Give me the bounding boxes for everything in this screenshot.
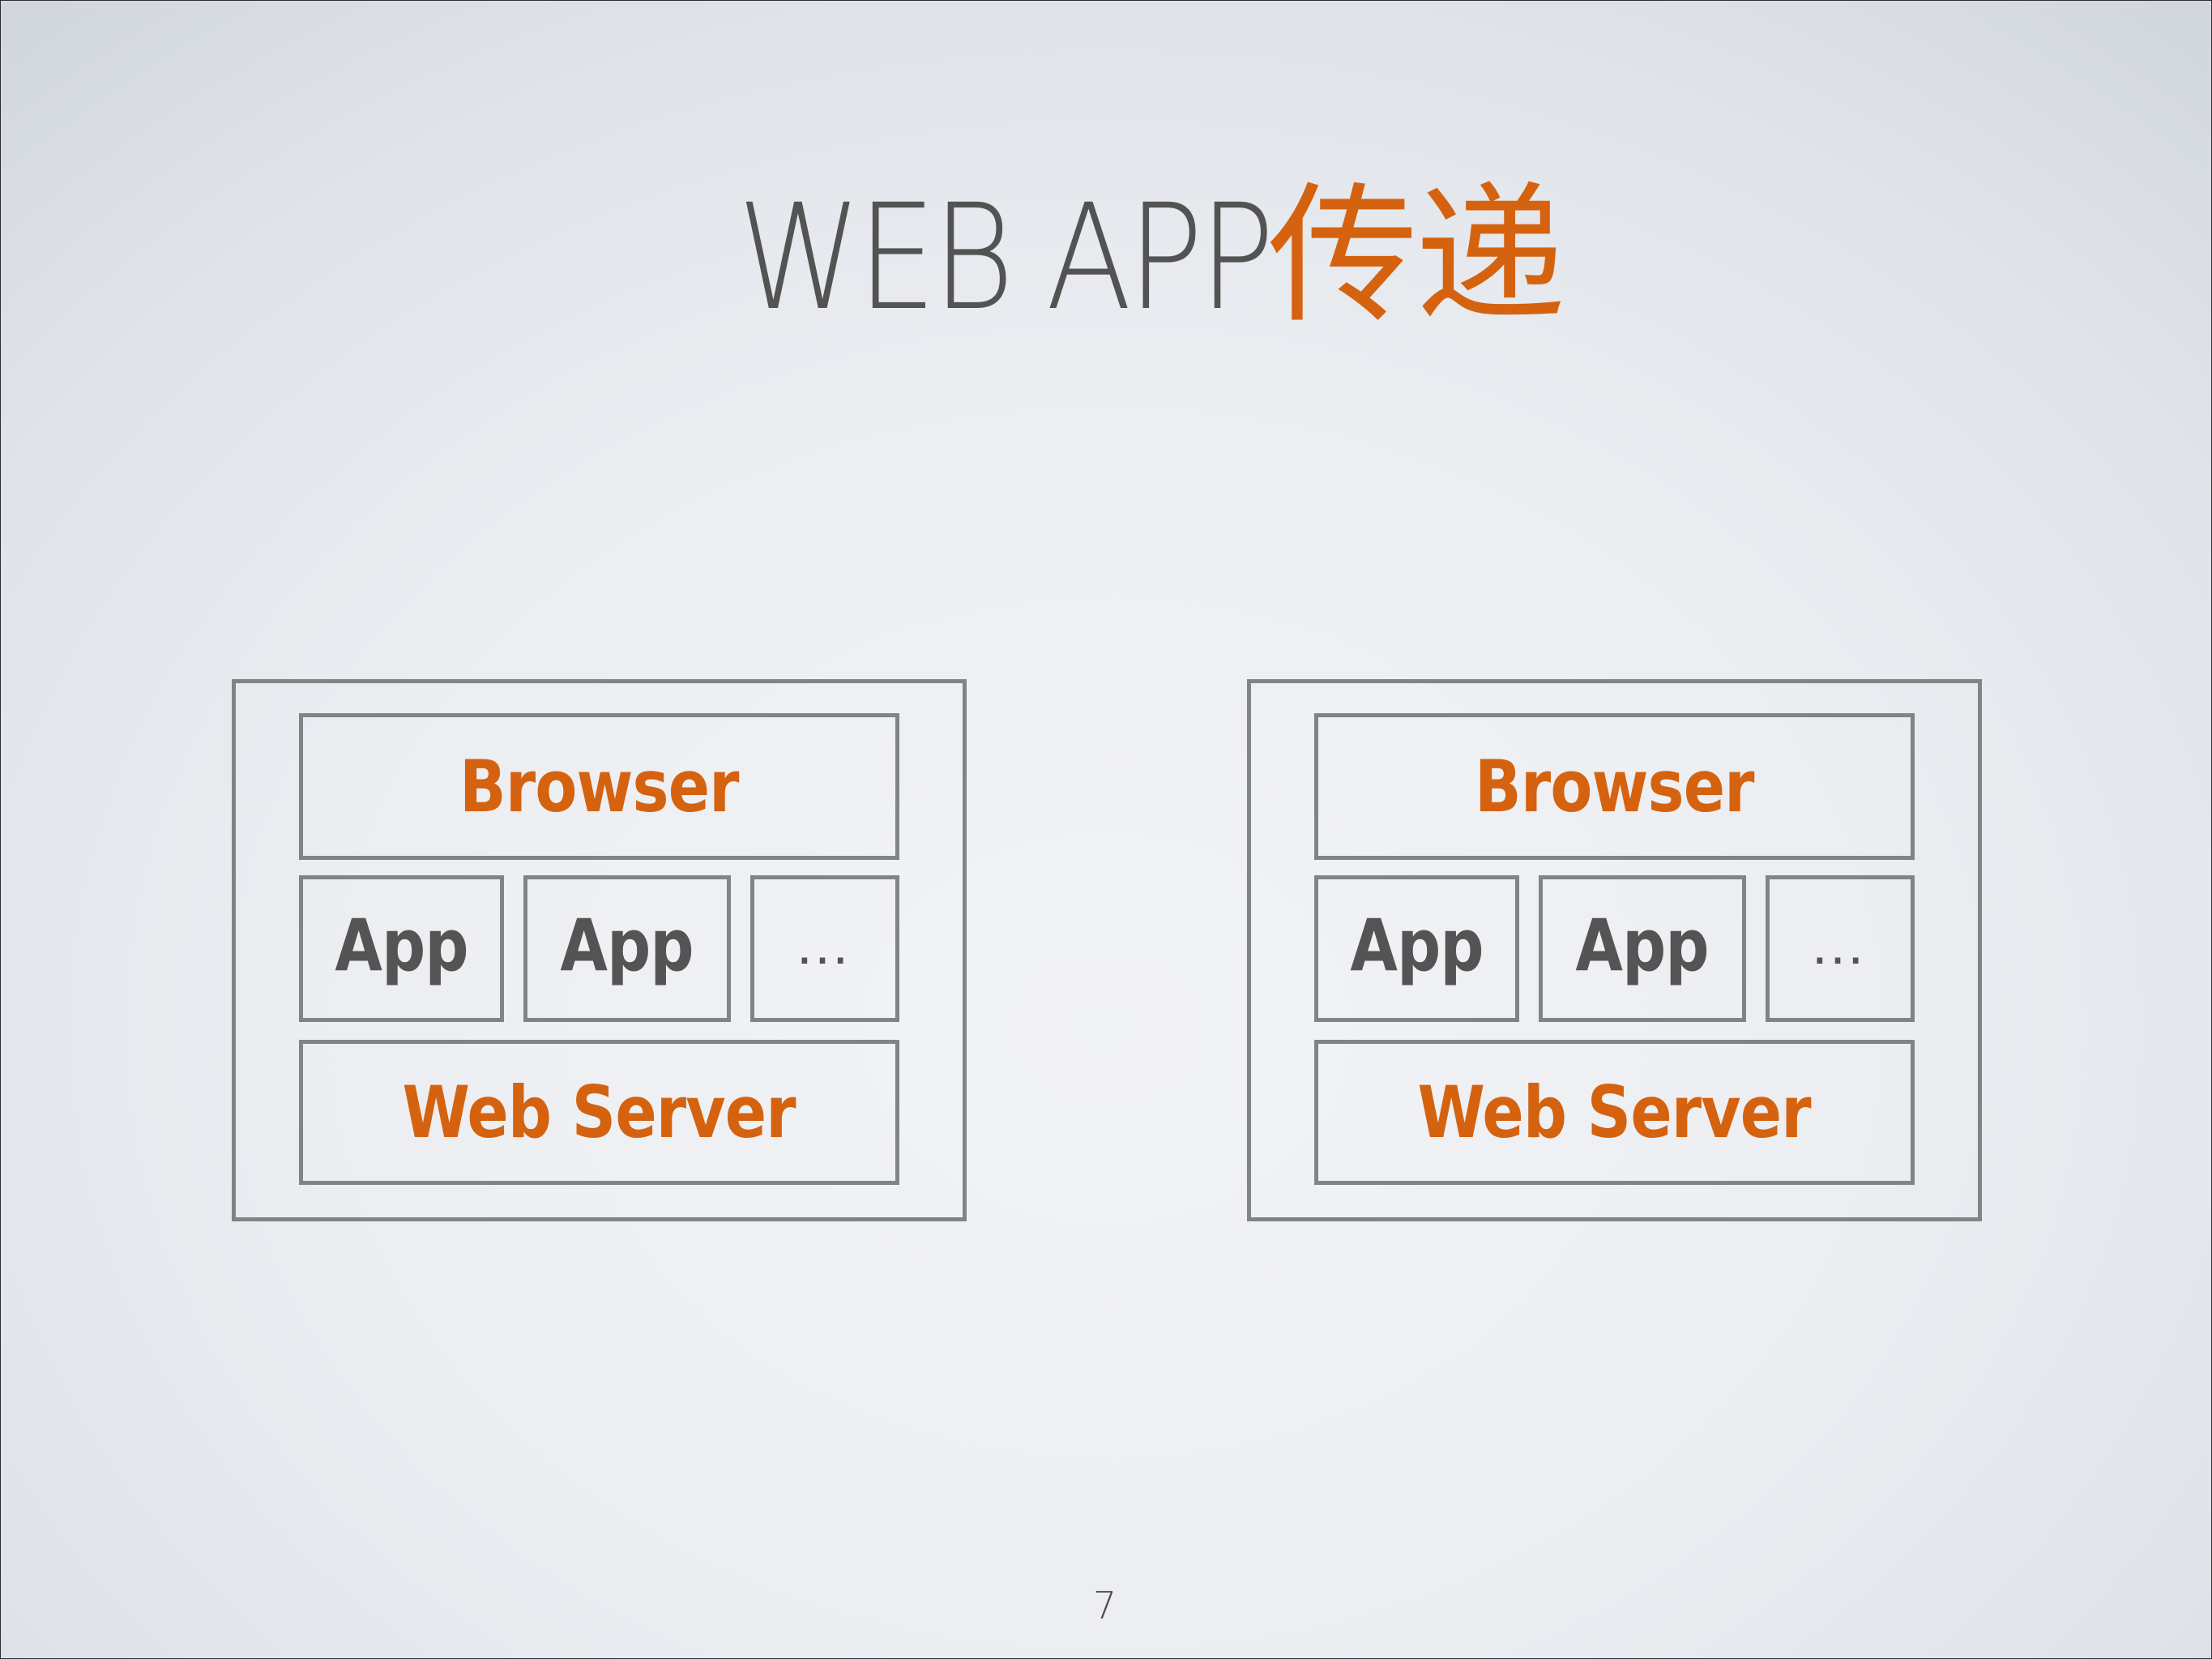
ellipsis-label: … xyxy=(1809,912,1871,976)
slide-title: WEB APP传递 xyxy=(1,168,2211,346)
app-box: App xyxy=(523,875,731,1022)
app-box: App xyxy=(299,875,504,1022)
more-apps-box: … xyxy=(750,875,899,1022)
app-label: App xyxy=(335,904,468,987)
web-app-stack-right: Browser App App … Web Server xyxy=(1247,679,1982,1221)
app-box: App xyxy=(1314,875,1519,1022)
browser-box: Browser xyxy=(299,713,899,860)
app-label: App xyxy=(1350,904,1484,987)
title-latin: WEB APP xyxy=(737,173,1275,343)
ellipsis-label: … xyxy=(794,912,856,976)
page-number: 7 xyxy=(1092,1584,1117,1627)
app-box: App xyxy=(1539,875,1746,1022)
app-label: App xyxy=(560,904,694,987)
web-server-label: Web Server xyxy=(402,1071,796,1154)
browser-box: Browser xyxy=(1314,713,1915,860)
web-app-stack-left: Browser App App … Web Server xyxy=(232,679,967,1221)
title-cjk: 传递 xyxy=(1267,173,1566,340)
more-apps-box: … xyxy=(1766,875,1915,1022)
web-server-label: Web Server xyxy=(1417,1071,1812,1154)
browser-label: Browser xyxy=(1475,745,1754,828)
web-server-box: Web Server xyxy=(1314,1040,1915,1185)
web-server-box: Web Server xyxy=(299,1040,899,1185)
app-label: App xyxy=(1575,904,1710,987)
browser-label: Browser xyxy=(459,745,739,828)
